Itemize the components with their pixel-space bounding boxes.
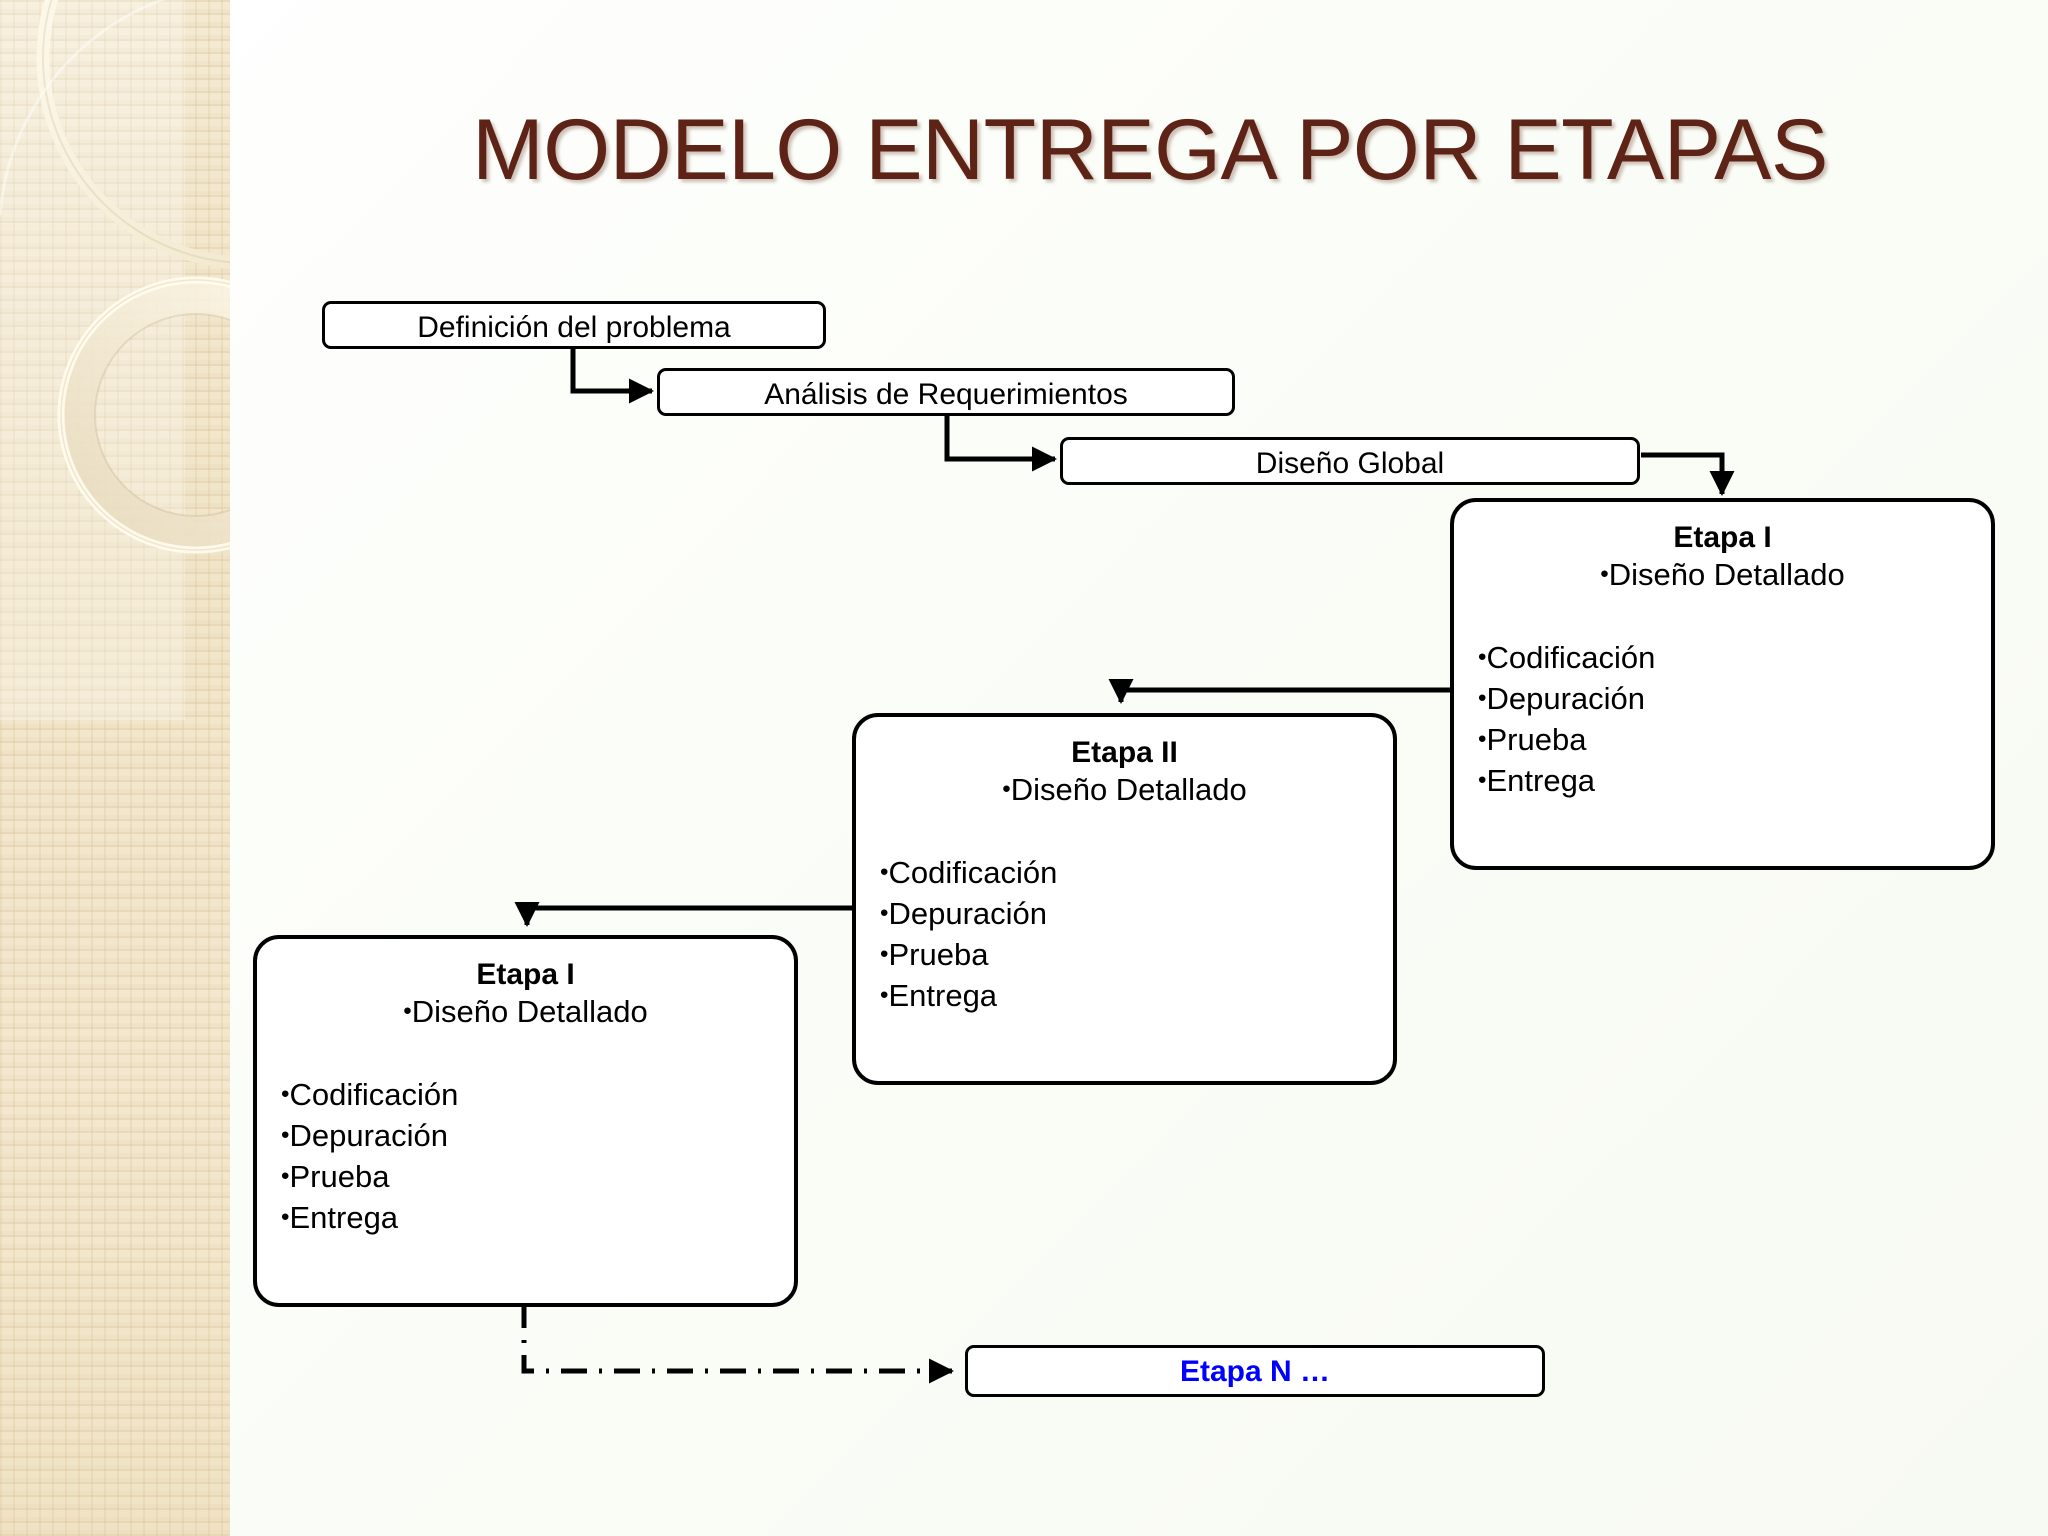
bullet-icon: • [880, 940, 889, 968]
bullet-icon: • [281, 1121, 290, 1149]
bullet-icon: • [1002, 776, 1011, 804]
bullet-icon: • [880, 981, 889, 1009]
etapa-1-left-items: •Codificación •Depuración •Prueba •Entre… [257, 1075, 794, 1239]
band-rings-decoration [0, 0, 230, 554]
slide-title: MODELO ENTREGA POR ETAPAS [472, 102, 1828, 198]
connector-definicion-to-analisis [570, 346, 655, 404]
list-item: •Depuración [281, 1116, 794, 1157]
etapa-1-left-subtitle: •Diseño Detallado [257, 994, 794, 1031]
box-diseno-global[interactable]: Diseño Global [1060, 437, 1640, 485]
box-etapa-2[interactable]: Etapa II •Diseño Detallado •Codificación… [852, 713, 1397, 1085]
list-item: •Codificación [880, 853, 1393, 894]
list-item: •Entrega [880, 976, 1393, 1017]
list-item-label: Entrega [888, 977, 998, 1013]
bullet-icon: • [880, 899, 889, 927]
list-item: •Depuración [1478, 679, 1991, 720]
list-item-label: Depuración [289, 1117, 449, 1153]
bullet-icon: • [1478, 643, 1487, 671]
list-item-label: Depuración [888, 895, 1048, 931]
connector-etapa1-left-to-etapa-n [521, 1302, 955, 1384]
list-item: •Entrega [281, 1198, 794, 1239]
etapa-1-left-title: Etapa I [476, 958, 575, 991]
bullet-icon: • [1478, 725, 1487, 753]
bullet-icon: • [281, 1080, 290, 1108]
bullet-icon: • [880, 858, 889, 886]
box-etapa-n-label: Etapa N … [1179, 1355, 1331, 1388]
list-item: •Codificación [281, 1075, 794, 1116]
etapa-1-left-subtitle-text: Diseño Detallado [411, 994, 648, 1030]
list-item-label: Entrega [289, 1199, 399, 1235]
etapa-1-right-items: •Codificación •Depuración •Prueba •Entre… [1454, 638, 1991, 802]
list-item-label: Prueba [289, 1158, 390, 1194]
decorative-side-band [0, 0, 230, 1536]
bullet-icon: • [1478, 684, 1487, 712]
bullet-icon: • [1478, 766, 1487, 794]
connector-analisis-to-diseno-global [944, 414, 1058, 472]
etapa-2-subtitle-text: Diseño Detallado [1010, 772, 1247, 808]
etapa-2-subtitle: •Diseño Detallado [856, 772, 1393, 809]
box-etapa-1-left[interactable]: Etapa I •Diseño Detallado •Codificación … [253, 935, 798, 1307]
box-diseno-global-label: Diseño Global [1255, 447, 1445, 480]
box-analisis-label: Análisis de Requerimientos [764, 378, 1128, 411]
box-definicion-del-problema[interactable]: Definición del problema [322, 301, 826, 349]
box-definicion-label: Definición del problema [417, 311, 731, 344]
connector-etapa2-to-etapa1-left [514, 902, 852, 928]
list-item: •Entrega [1478, 761, 1991, 802]
bullet-icon: • [281, 1203, 290, 1231]
connector-diseno-global-to-etapa1-right [1641, 452, 1735, 497]
bullet-icon: • [281, 1162, 290, 1190]
etapa-1-right-title: Etapa I [1673, 521, 1772, 554]
list-item: •Prueba [880, 935, 1393, 976]
bullet-icon: • [403, 998, 412, 1026]
list-item: •Depuración [880, 894, 1393, 935]
etapa-1-right-subtitle-text: Diseño Detallado [1608, 557, 1845, 593]
etapa-2-title: Etapa II [1071, 736, 1178, 769]
list-item-label: Codificación [1486, 639, 1656, 675]
box-analisis-de-requerimientos[interactable]: Análisis de Requerimientos [657, 368, 1235, 416]
box-etapa-1-right[interactable]: Etapa I •Diseño Detallado •Codificación … [1450, 498, 1995, 870]
etapa-1-right-subtitle: •Diseño Detallado [1454, 557, 1991, 594]
etapa-2-items: •Codificación •Depuración •Prueba •Entre… [856, 853, 1393, 1017]
list-item-label: Depuración [1486, 680, 1646, 716]
list-item: •Codificación [1478, 638, 1991, 679]
list-item-label: Codificación [289, 1076, 459, 1112]
list-item-label: Prueba [1486, 721, 1587, 757]
list-item: •Prueba [281, 1157, 794, 1198]
list-item-label: Prueba [888, 936, 989, 972]
list-item-label: Codificación [888, 854, 1058, 890]
list-item: •Prueba [1478, 720, 1991, 761]
bullet-icon: • [1600, 561, 1609, 589]
box-etapa-n[interactable]: Etapa N … [965, 1345, 1545, 1397]
list-item-label: Entrega [1486, 762, 1596, 798]
connector-etapa1-right-to-etapa2 [1108, 679, 1450, 705]
